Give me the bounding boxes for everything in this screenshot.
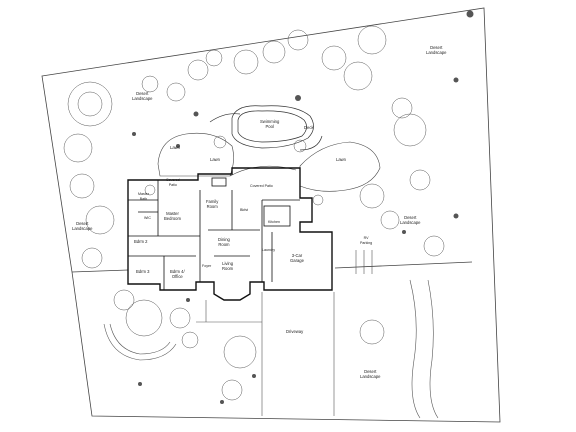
property-boundary [41, 7, 501, 423]
label-laundry: Laundry [262, 248, 275, 252]
label-living-room: Living Room [222, 261, 234, 271]
label-desert-landscape-e: Desert Landscape [400, 215, 421, 225]
label-covered-patio-left: Covered Patio [166, 178, 180, 187]
label-deck: Deck [304, 125, 314, 130]
label-master-bath: Master Bath [138, 192, 149, 201]
label-desert-landscape-s: Desert Landscape [360, 369, 381, 379]
swimming-pool [209, 105, 323, 151]
garden-path [103, 323, 177, 361]
label-wic: WIC [144, 216, 151, 220]
label-bdrm-3: Bdrm 3 [136, 269, 150, 274]
label-driveway: Driveway [286, 329, 304, 334]
small-shrubs [132, 10, 474, 404]
driveway [196, 250, 439, 419]
house [127, 167, 333, 301]
label-desert-landscape-nw: Desert Landscape [132, 91, 153, 101]
label-swimming-pool: Swimming Pool [260, 119, 280, 129]
label-master-bedroom: Master Bedroom [164, 211, 181, 221]
label-foyer: Foyer [202, 264, 212, 268]
label-3-car-garage: 3-Car Garage [290, 253, 304, 263]
label-lawn-right: Lawn [336, 157, 347, 162]
interior-walls [128, 177, 300, 290]
label-lawn-left: Lawn [170, 145, 181, 150]
label-lawn-center: Lawn [210, 157, 221, 162]
label-bdrm-2: Bdrm 2 [134, 239, 148, 244]
label-kitchen: Kitchen [268, 220, 280, 224]
label-bkfst: Bkfst [240, 208, 248, 212]
label-family-room: Family Room [206, 199, 219, 209]
label-covered-patio-main: Covered Patio [250, 184, 273, 188]
label-desert-landscape-w: Desert Landscape [72, 221, 93, 231]
landscape-trees [63, 25, 445, 401]
label-rv-parking: RV Parking [360, 236, 373, 245]
label-desert-landscape-ne: Desert Landscape [426, 45, 447, 55]
label-dining-room: Dining Room [218, 237, 230, 247]
label-bdrm-4: Bdrm 4/ Office [170, 269, 185, 279]
